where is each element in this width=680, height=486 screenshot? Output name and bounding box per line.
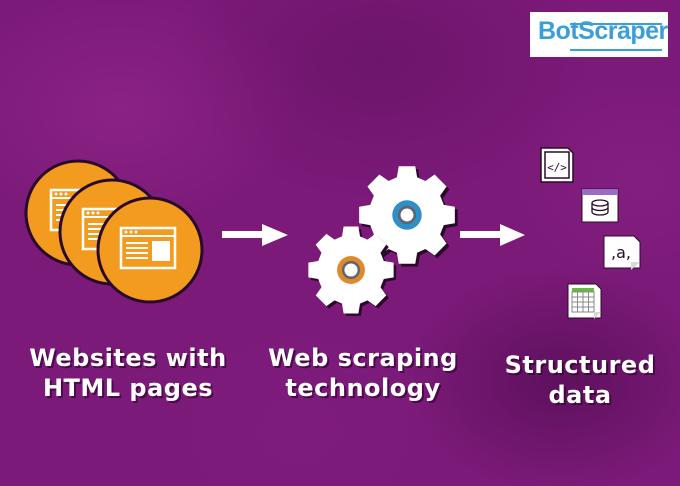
spreadsheet-file-icon: [567, 283, 602, 319]
gear-large-icon: [359, 166, 458, 267]
caption-structured: Structured data: [490, 350, 670, 410]
caption-structured-line2: data: [548, 381, 612, 409]
caption-websites-line2: HTML pages: [42, 374, 214, 402]
caption-websites: Websites with HTML pages: [18, 343, 238, 403]
caption-scraping: Web scraping technology: [258, 343, 468, 403]
database-file-icon: [581, 188, 619, 223]
text-icon-label: ,a,: [611, 243, 631, 262]
arrow-right-icon: [460, 224, 525, 246]
code-icon-label: </>: [547, 161, 567, 174]
gear-small-icon: [308, 226, 397, 316]
logo-text: BotScraper: [538, 17, 668, 45]
caption-structured-line1: Structured: [504, 351, 656, 379]
caption-scraping-line1: Web scraping: [268, 344, 458, 372]
code-file-icon: </>: [540, 147, 574, 183]
botscraper-logo: BotScraper: [530, 12, 668, 57]
caption-websites-line1: Websites with: [29, 344, 227, 372]
arrow-right-icon: [222, 224, 288, 246]
logo-top-line: [570, 23, 662, 25]
website-circle-front: [96, 196, 204, 304]
logo-bottom-line: [570, 49, 662, 51]
caption-scraping-line2: technology: [285, 374, 441, 402]
text-file-icon: ,a,: [603, 235, 641, 270]
